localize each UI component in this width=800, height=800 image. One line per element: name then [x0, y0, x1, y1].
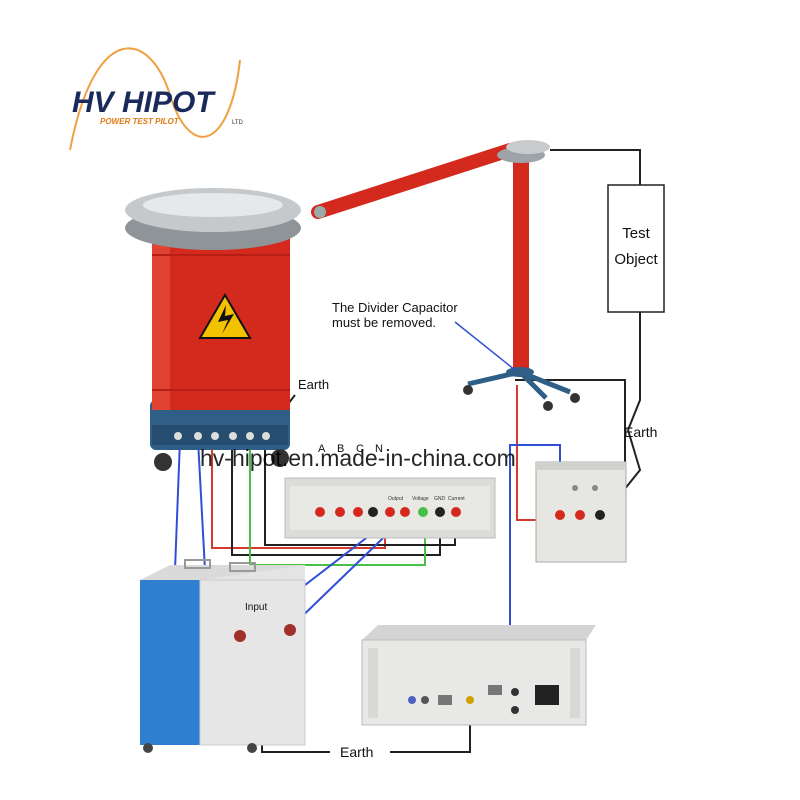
- divider-note-pointer: [454, 321, 516, 371]
- hv-lead-wire: [550, 149, 641, 185]
- logo-suffix: LTD: [232, 120, 244, 126]
- reactor-wheel: [271, 449, 289, 467]
- cabinet-handle: [229, 562, 256, 572]
- unit-earth-terminal: [466, 696, 474, 704]
- cabinet-side-panel: [140, 580, 200, 745]
- test-object-earth-wire: [627, 312, 641, 431]
- terminal-a-label: A: [318, 443, 326, 455]
- cabinet-wheel: [247, 743, 257, 753]
- test-object-box: [607, 184, 665, 313]
- reactor-base-panel: [152, 425, 288, 445]
- terminal-b-socket: [335, 507, 345, 517]
- resonant-reactor: [125, 188, 301, 471]
- bottom-earth-wire-left: [261, 745, 330, 753]
- output-socket-2: [400, 507, 410, 517]
- output-socket: [385, 507, 395, 517]
- measuring-box-lid: [536, 462, 626, 470]
- input-label: Input: [245, 602, 267, 613]
- terminal-c-socket: [353, 507, 363, 517]
- unit-edge-left: [368, 648, 378, 718]
- voltage-divider: [454, 140, 580, 411]
- input-cabinet: Input: [140, 559, 306, 753]
- terminal-n-socket: [368, 507, 378, 517]
- reactor-terminal: [174, 432, 182, 440]
- divider-note-line2: must be removed.: [332, 315, 436, 330]
- watermark-text: hv-hipot.en.made-in-china.com: [200, 445, 516, 471]
- terminal-n-label: N: [375, 443, 383, 455]
- logo-tagline: POWER TEST PILOT: [100, 117, 180, 126]
- test-object-label-line2: Object: [614, 251, 658, 268]
- panel-output-label: Output: [388, 496, 404, 502]
- unit-connector: [421, 696, 429, 704]
- unit-input-connector: [408, 696, 416, 704]
- reactor-corona-shine: [143, 193, 283, 217]
- panel-current-label: Current: [448, 496, 465, 502]
- cabinet-handle: [184, 559, 211, 569]
- cabinet-wheel: [143, 743, 153, 753]
- measuring-socket: [575, 510, 585, 520]
- panel-voltage-label: Voltage: [412, 496, 429, 502]
- input-socket: [284, 624, 296, 636]
- divider-top-shine: [506, 140, 550, 154]
- earth-label-right: Earth: [624, 424, 657, 440]
- unit-knob: [511, 688, 519, 696]
- hv-connection-arm: [311, 143, 517, 219]
- logo-swoosh: [69, 47, 241, 151]
- measuring-screw: [592, 485, 598, 491]
- reactor-terminal: [194, 432, 202, 440]
- unit-rear-panel: [361, 639, 587, 726]
- input-socket: [234, 630, 246, 642]
- cabinet-front-panel: [199, 579, 306, 746]
- divider-column: [513, 160, 529, 370]
- measuring-screw: [572, 485, 578, 491]
- terminal-a-socket: [315, 507, 325, 517]
- tripod-hub: [506, 367, 534, 377]
- unit-top: [362, 625, 596, 640]
- reactor-terminal: [229, 432, 237, 440]
- reactor-wheel: [154, 453, 172, 471]
- tripod-wheel: [543, 401, 553, 411]
- reactor-terminal: [262, 432, 270, 440]
- panel-gnd-label: GND: [434, 496, 446, 502]
- unit-usb-port: [488, 685, 502, 695]
- brand-logo: HV HIPOT POWER TEST PILOT LTD: [69, 47, 244, 151]
- test-object: Test Object: [607, 184, 665, 313]
- earth-label-bottom: Earth: [340, 744, 373, 760]
- unit-knob: [511, 706, 519, 714]
- hv-arm-tube: [311, 143, 517, 219]
- unit-power-socket: [535, 685, 559, 705]
- unit-serial-port: [438, 695, 452, 705]
- logo-brand: HV HIPOT: [72, 86, 216, 119]
- terminal-c-label: C: [356, 443, 364, 455]
- test-object-label-line1: Test: [622, 225, 650, 242]
- unit-edge-right: [570, 648, 580, 718]
- measuring-socket: [555, 510, 565, 520]
- lightning-bolt-icon: [218, 305, 234, 334]
- measurement-unit: [361, 625, 596, 726]
- tripod-wheel: [570, 393, 580, 403]
- reactor-blue-wire-2: [197, 439, 206, 571]
- gnd-socket: [435, 507, 445, 517]
- hv-arm-joint: [314, 206, 326, 218]
- reactor-highlight: [152, 230, 170, 410]
- measuring-box: [535, 461, 627, 563]
- control-panel: Output Voltage GND Current A B C N: [284, 443, 496, 539]
- measuring-socket: [595, 510, 605, 520]
- current-socket: [451, 507, 461, 517]
- tripod-wheel: [463, 385, 473, 395]
- voltage-socket: [418, 507, 428, 517]
- reactor-terminal: [211, 432, 219, 440]
- reactor-blue-wire-1: [174, 439, 181, 571]
- divider-note-line1: The Divider Capacitor: [332, 300, 458, 315]
- reactor-terminal: [246, 432, 254, 440]
- earth-label-reactor: Earth: [298, 377, 329, 392]
- terminal-b-label: B: [337, 443, 344, 455]
